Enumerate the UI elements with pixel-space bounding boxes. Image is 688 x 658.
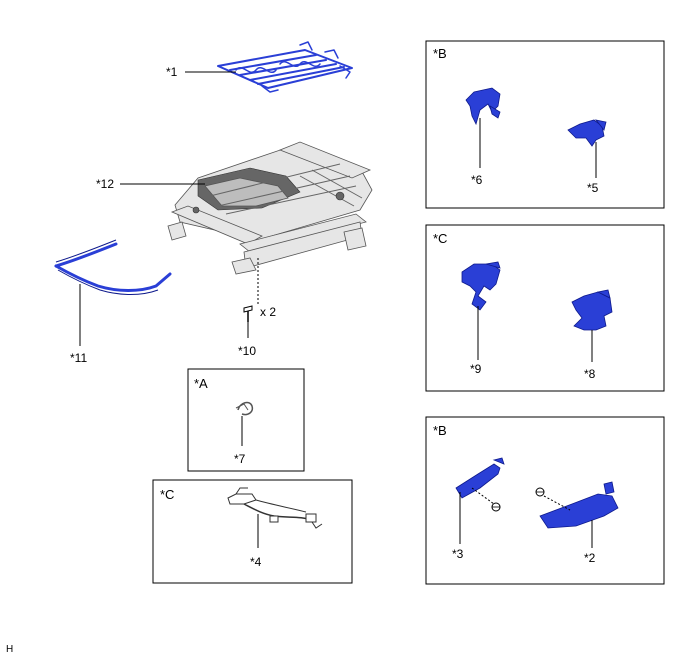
part-8 [571,289,613,331]
box-b-top-label: *B [433,46,447,61]
bolt-2 [535,487,545,497]
dashed-guide-2 [543,495,571,511]
part-10-bolt [243,305,253,322]
box-a [187,368,305,472]
callout-5: *5 [587,181,599,195]
bolt-3 [491,502,501,512]
callout-6: *6 [471,173,483,187]
callout-11: *11 [70,351,87,365]
part-6 [465,87,501,126]
box-c-mid [425,224,665,392]
box-b-bottom-label: *B [433,423,447,438]
part-3 [455,457,505,499]
dashed-guide-3 [471,487,495,505]
box-b-bottom [425,416,665,585]
part-1-seat-spring-mat [217,41,353,93]
quantity-10: x 2 [260,305,276,319]
part-11-front-wire [54,239,172,295]
callout-7: *7 [234,452,246,466]
diagram-code: H [6,644,13,655]
callout-8: *8 [584,367,596,381]
callout-2: *2 [584,551,596,565]
box-c-bottom-label: *C [160,487,174,502]
callout-9: *9 [470,362,482,376]
part-9 [461,261,501,311]
part-4-wire-harness [227,487,323,529]
part-5 [567,119,607,147]
callout-3: *3 [452,547,464,561]
box-a-label: *A [194,376,208,391]
box-c-bottom [152,479,353,584]
callout-1: *1 [166,65,178,79]
part-12-seat-frame [167,141,373,275]
part-2 [539,481,619,529]
callout-12: *12 [96,177,114,191]
callout-10: *10 [238,344,256,358]
part-7 [235,401,254,416]
box-b-top [425,40,665,209]
box-c-mid-label: *C [433,231,447,246]
callout-4: *4 [250,555,262,569]
